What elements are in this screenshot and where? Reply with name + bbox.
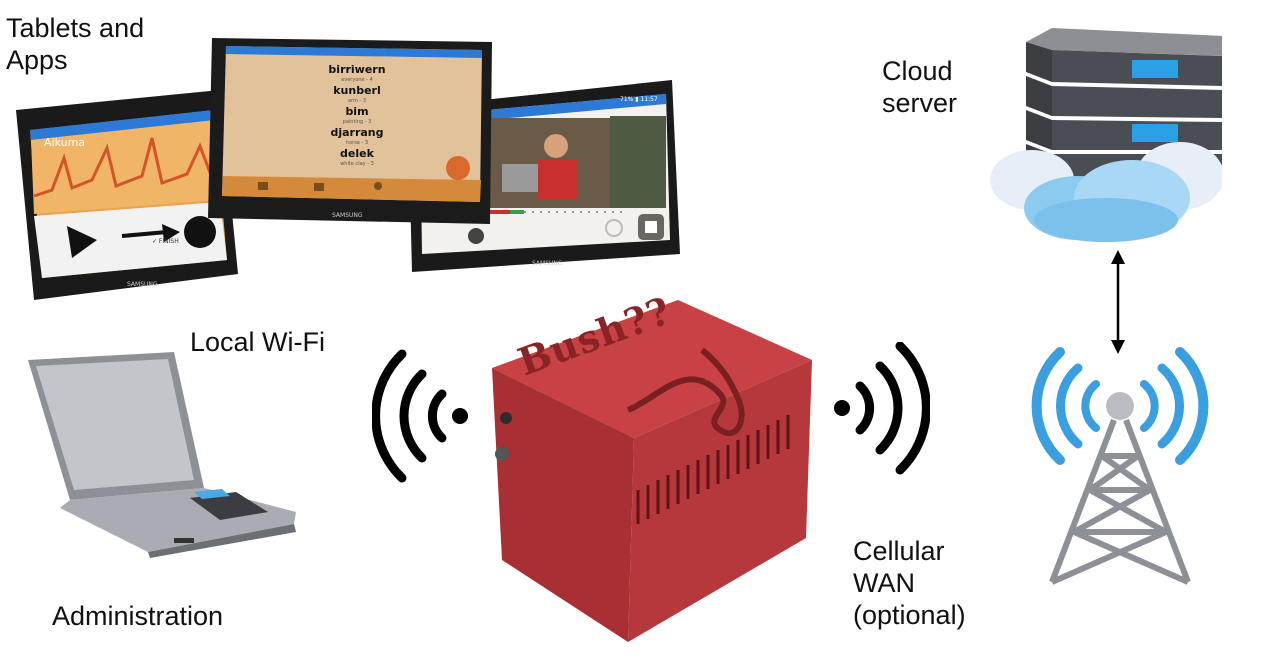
tablet-left-finish: ✓ FINISH [152, 238, 179, 245]
laptop-icon [24, 352, 304, 558]
cloud-shape [990, 142, 1222, 242]
cloud-tower-link-arrow [1108, 250, 1128, 354]
tablet-center-brand: SAMSUNG [332, 212, 363, 219]
word-item: djarrang horse - 3 [330, 126, 384, 147]
tower-mast [1049, 418, 1191, 585]
word-item: kunberl arm - 3 [333, 84, 381, 105]
local-wifi-label: Local Wi-Fi [190, 327, 326, 357]
tablet-right-brand: SAMSUNG [532, 260, 563, 267]
tower-signal-waves [1031, 347, 1209, 465]
word-item: bim painting - 3 [342, 105, 372, 126]
bush-device: Bush?? [488, 288, 816, 644]
cellular-wan-label: Cellular WAN (optional) [853, 536, 966, 630]
tablet-left-app-name: Aikuma [44, 136, 86, 149]
cell-tower-icon [1030, 340, 1210, 588]
administration-label: Administration [52, 601, 224, 631]
tablet-center: birriwern everyone - 4 kunberl arm - 3 b… [206, 28, 500, 228]
cloud-server-label: Cloud server [882, 56, 958, 118]
tablets-label: Tablets and Apps [6, 13, 145, 75]
word-item: delek white clay - 3 [340, 147, 374, 168]
tablet-left: Aikuma ✓ FINISH SAMSUNG [12, 88, 242, 303]
word-item: birriwern everyone - 4 [328, 63, 386, 84]
tablet-left-brand: SAMSUNG [127, 281, 158, 288]
cloud-server-icon [982, 20, 1222, 242]
gecko-engraving [626, 347, 745, 437]
wifi-right-waves [830, 342, 930, 482]
word-list: birriwern everyone - 4 kunberl arm - 3 b… [302, 64, 412, 169]
tablet-right-status: 71% ▮ 11:57 [620, 96, 658, 103]
wifi-left-waves [372, 346, 472, 486]
device-vents [636, 415, 790, 524]
